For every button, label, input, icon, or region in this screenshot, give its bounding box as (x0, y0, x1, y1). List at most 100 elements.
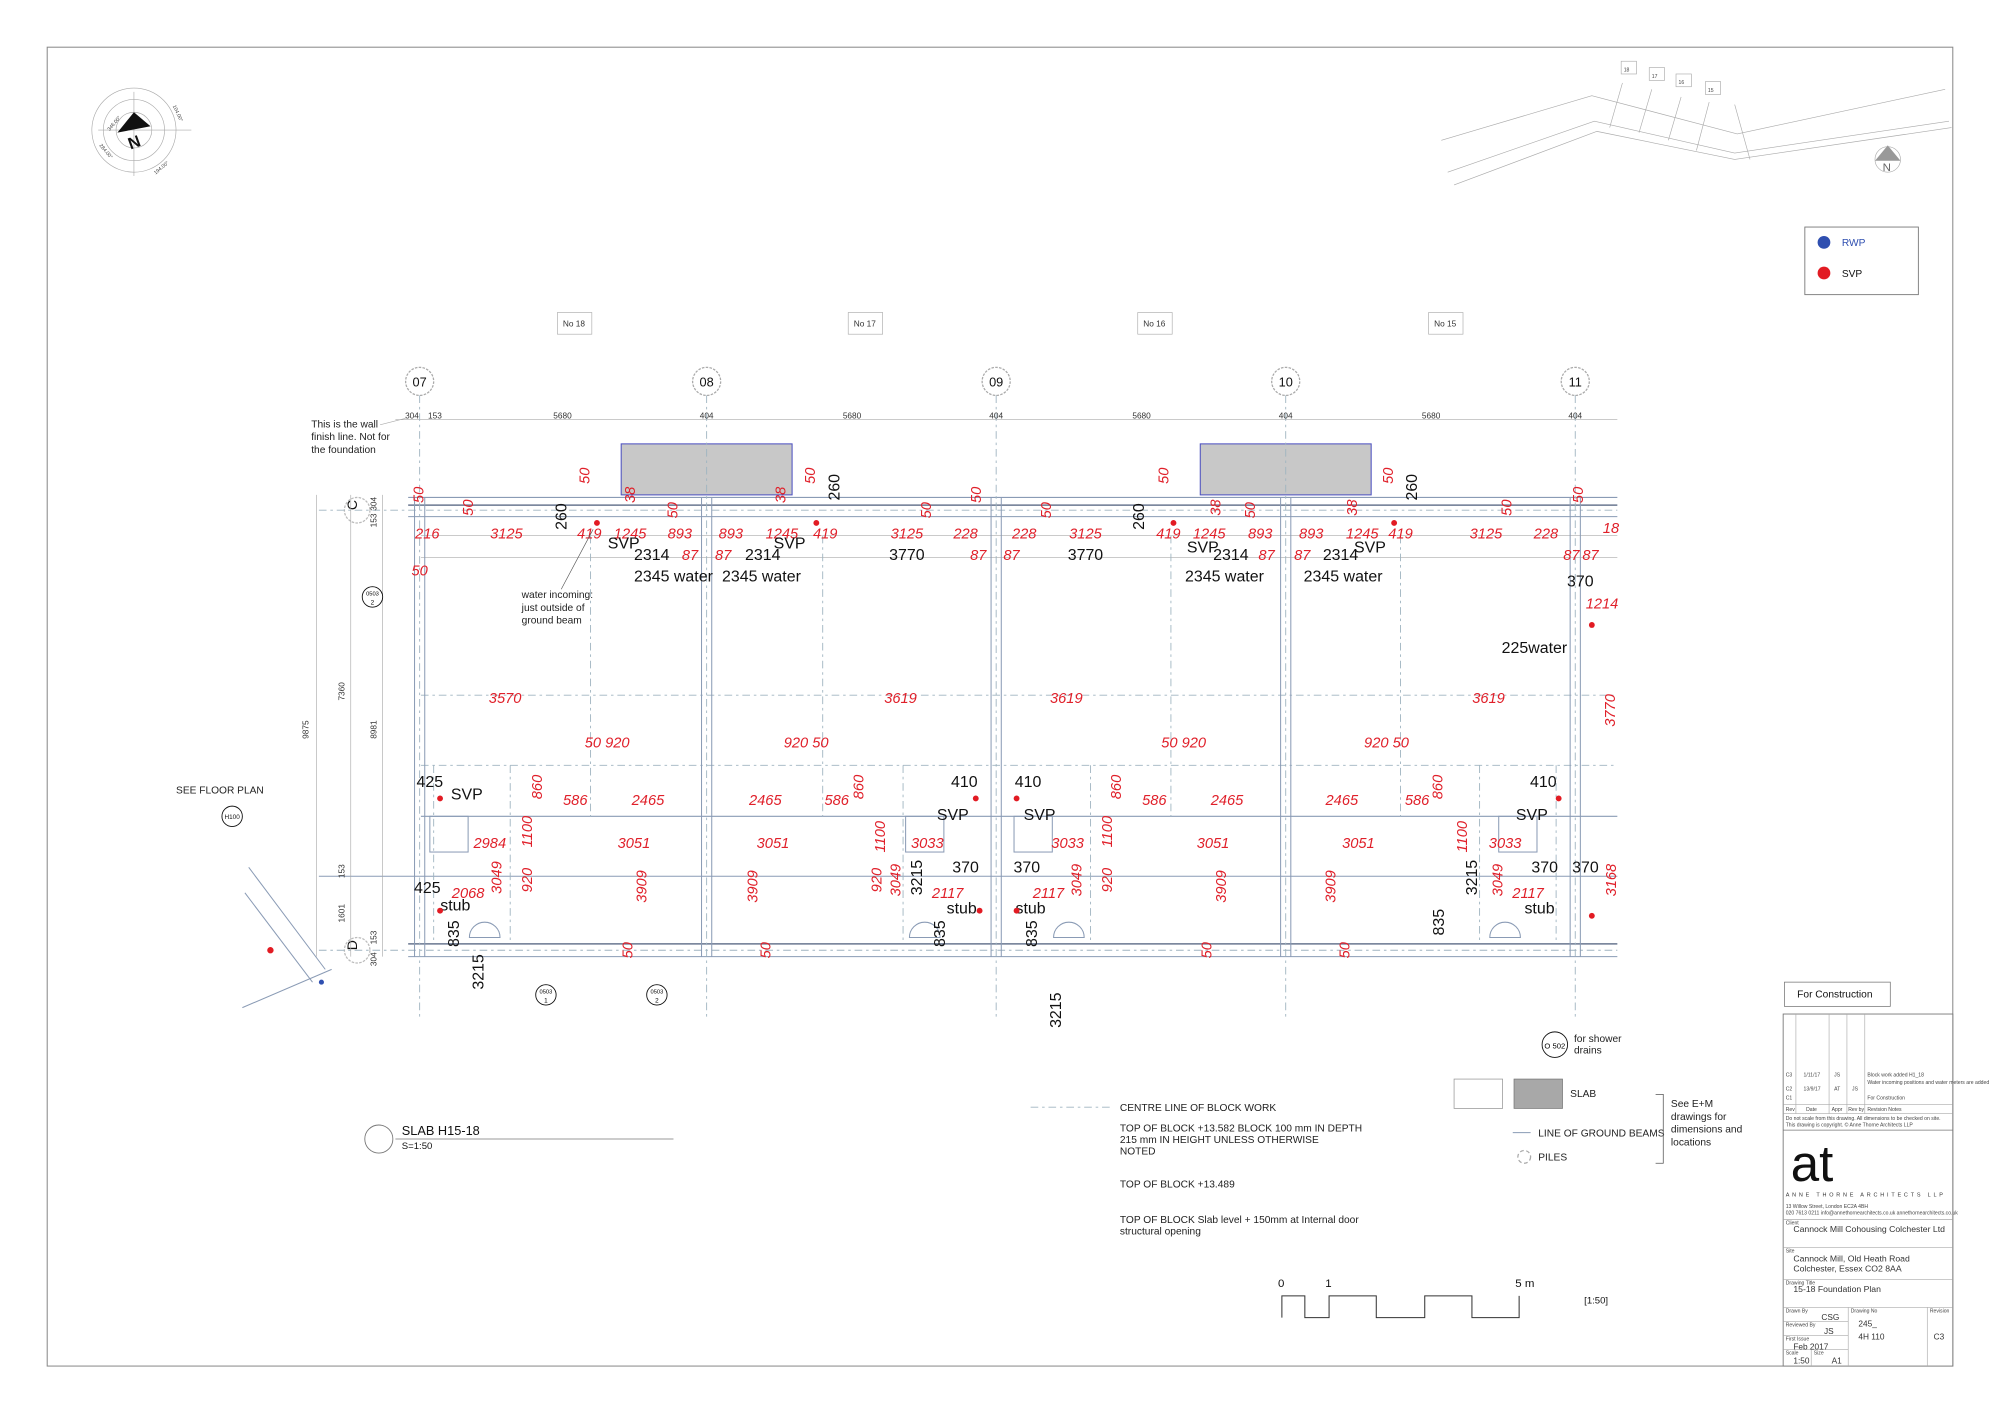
red-dimension: 3051 (1197, 836, 1230, 852)
black-dimension: 370 (1572, 859, 1599, 876)
red-dimension: 87 (715, 548, 732, 564)
svg-text:SEE FLOOR PLAN: SEE FLOOR PLAN (176, 785, 264, 796)
red-dimension: 38 (1209, 499, 1225, 516)
black-dimension: SVP (774, 535, 806, 552)
red-dimension: 1100 (1100, 815, 1116, 847)
red-dimension: 87 (1582, 548, 1599, 564)
red-dimension: 3125 (891, 526, 924, 542)
svg-text:215 mm IN HEIGHT UNLESS OTHERW: 215 mm IN HEIGHT UNLESS OTHERWISE (1120, 1135, 1319, 1146)
red-dimension: 3051 (757, 836, 790, 852)
key-plan-plot: 16 (1675, 73, 1692, 88)
see-floor-plan: SEE FLOOR PLAN H100 (176, 785, 264, 827)
svg-text:drawings for: drawings for (1671, 1112, 1727, 1123)
red-dimension: 87 (1294, 548, 1311, 564)
svg-text:O 502: O 502 (1544, 1041, 1565, 1050)
dimension-label: 404 (1279, 410, 1293, 420)
svg-text:Colchester, Essex CO2 8AA: Colchester, Essex CO2 8AA (1793, 1264, 1901, 1274)
svg-text:C3: C3 (1786, 1073, 1793, 1079)
red-dimension: 50 (1156, 467, 1172, 484)
red-dimension: 228 (1533, 526, 1559, 542)
svg-text:0503: 0503 (651, 990, 664, 996)
company-logo: at (1791, 1135, 1834, 1192)
red-dimension: 1245 (1346, 526, 1379, 542)
red-dimension: 50 (1039, 501, 1055, 518)
svg-text:Client: Client (1786, 1220, 1800, 1226)
revision-code: C3 (1934, 1331, 1945, 1341)
svg-text:0: 0 (1278, 1278, 1284, 1290)
red-dimension: 2117 (931, 886, 964, 902)
grid-bubble: 10 (1271, 366, 1301, 397)
svg-text:Revision Notes: Revision Notes (1867, 1107, 1902, 1113)
svg-text:SLAB H15-18: SLAB H15-18 (402, 1123, 480, 1138)
red-dimension: 87 (970, 548, 987, 564)
red-dimension: 1100 (520, 815, 536, 847)
svg-text:JS: JS (1834, 1073, 1841, 1079)
red-dimension: 3051 (618, 836, 651, 852)
red-dimension: 50 (1381, 467, 1397, 484)
key-plan-plot: 18 (1620, 60, 1637, 75)
red-dimension: 50 920 (585, 735, 631, 751)
red-dimension: 50 920 (1161, 735, 1207, 751)
black-dimension: SVP (1024, 807, 1056, 824)
svg-text:dimensions and: dimensions and (1671, 1125, 1743, 1136)
red-dimension: 87 (1003, 548, 1020, 564)
legend-svp: SVP (1842, 269, 1863, 280)
grid-label: 11 (1569, 374, 1582, 389)
black-dimension: 425 (417, 774, 444, 791)
black-dimension: 260 (553, 503, 570, 530)
svp-marker-icon (813, 520, 820, 526)
shower-drain-ref[interactable]: O 502 for shower drains (1541, 1031, 1622, 1058)
svg-text:This is the wall: This is the wall (311, 419, 378, 430)
black-dimension: SVP (1354, 539, 1386, 556)
legend-rwp: RWP (1842, 238, 1866, 249)
svg-text:1: 1 (544, 998, 548, 1005)
drawing-title: 15-18 Foundation Plan (1793, 1284, 1881, 1294)
svg-text:Water incoming positions and w: Water incoming positions and water meter… (1867, 1080, 1989, 1086)
red-dimension: 2465 (1325, 793, 1359, 809)
black-dimension: 370 (1567, 574, 1594, 591)
red-dimension: 228 (952, 526, 978, 542)
compass-angle: 194.00° (153, 160, 170, 176)
compass-rose: N 104.00° 346.00° 284.00° 194.00° (91, 87, 192, 176)
black-dimension: SVP (451, 787, 483, 804)
red-dimension: 419 (1156, 526, 1180, 542)
svg-text:for shower: for shower (1574, 1034, 1622, 1045)
svg-text:This drawing is copyright. © A: This drawing is copyright. © Anne Thorne… (1786, 1121, 1914, 1128)
svg-text:Rev: Rev (1786, 1107, 1796, 1113)
svg-text:Cannock Mill, Old Heath Road: Cannock Mill, Old Heath Road (1793, 1253, 1910, 1263)
black-dimension: 2345 water (722, 569, 802, 586)
svp-markers (437, 520, 1595, 919)
red-dimension: 419 (1388, 526, 1412, 542)
grid-bubble: 11 (1560, 366, 1590, 397)
red-dimension: 3049 (1070, 864, 1086, 897)
floor-plan-ref-bubble[interactable] (221, 805, 243, 827)
svg-text:C1: C1 (1786, 1095, 1793, 1101)
dimension-label: 304 (368, 497, 378, 511)
svg-text:1/11/17: 1/11/17 (1804, 1073, 1821, 1079)
svg-text:the foundation: the foundation (311, 445, 376, 456)
black-dimension: 410 (1015, 774, 1042, 791)
svg-text:Reviewed By: Reviewed By (1786, 1323, 1816, 1329)
red-dimension: 3033 (1489, 836, 1522, 852)
dimension-label: 153 (428, 410, 442, 420)
dimension-label: 304 (405, 410, 419, 420)
drawing-number: 245_ (1858, 1319, 1877, 1329)
black-dimension: stub (1016, 900, 1046, 917)
plot-label: No 16 (1143, 319, 1165, 329)
red-dimension: 893 (1248, 526, 1273, 542)
red-dimension: 1100 (1455, 820, 1471, 852)
grid-bubble: 08 (691, 366, 722, 397)
dimension-label: 5680 (1422, 410, 1441, 420)
black-dimension: 2345 water (634, 569, 714, 586)
red-dimension: 860 (1431, 774, 1447, 799)
svg-text:water incoming:: water incoming: (521, 590, 593, 601)
red-dimension: 920 50 (784, 735, 830, 751)
north-arrow-icon (1874, 145, 1901, 161)
pipe-legend: RWP SVP (1804, 226, 1919, 296)
red-dimension: 50 (1200, 941, 1216, 958)
svp-marker-icon (437, 907, 443, 914)
